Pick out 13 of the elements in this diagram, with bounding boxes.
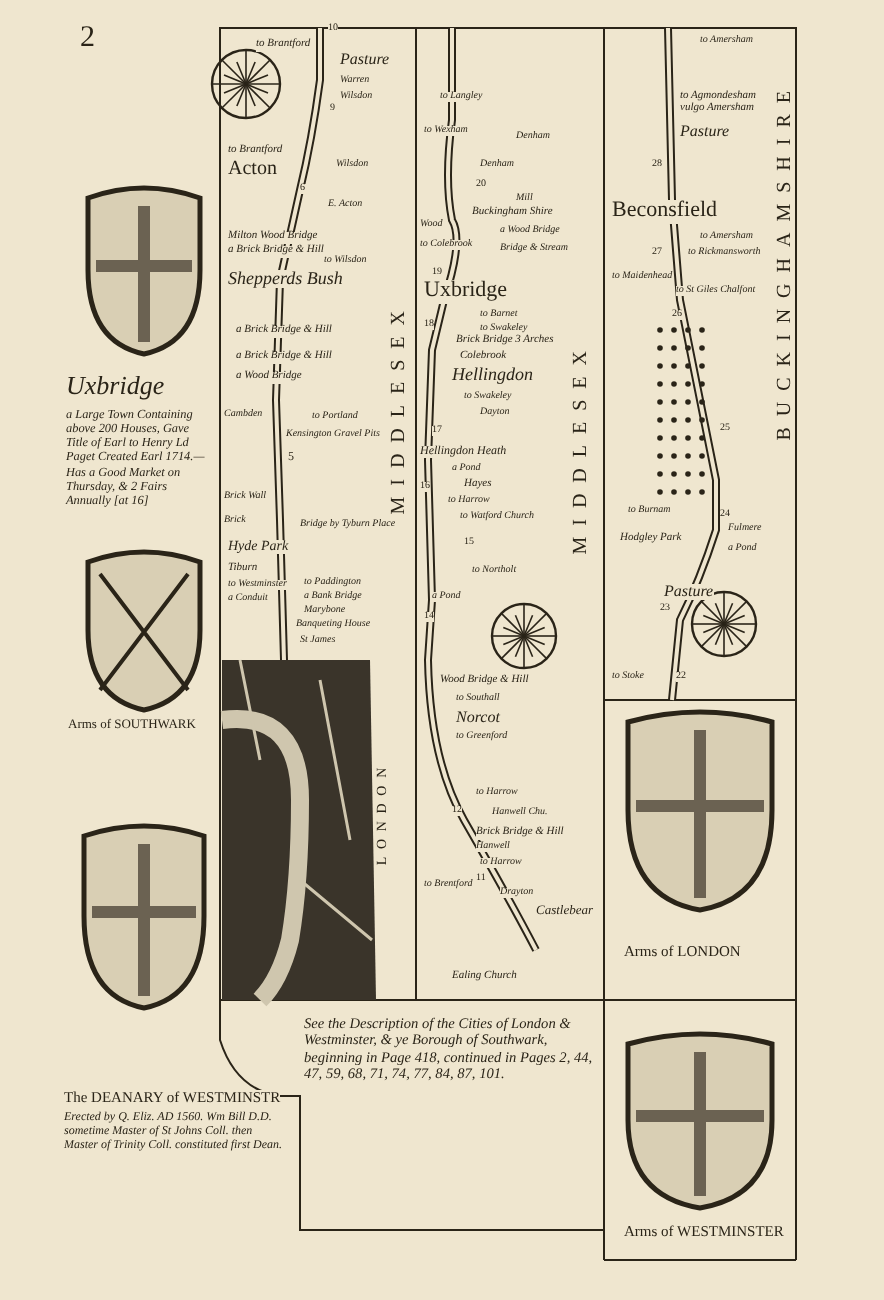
- place-name: Shepperds Bush: [228, 270, 343, 289]
- place-name: Norcot: [456, 710, 500, 727]
- place-name: Hellingdon: [452, 366, 533, 385]
- place-name: Pasture: [680, 124, 730, 141]
- mile-number: Beconsfield: [612, 200, 718, 224]
- place-name: Pasture: [664, 584, 714, 601]
- place-name: Pasture: [340, 52, 390, 69]
- county-name: MIDDLESEX: [390, 300, 411, 515]
- mile-number: Uxbridge: [424, 280, 508, 304]
- county-name: MIDDLESEX: [572, 340, 593, 555]
- town-heading: Uxbridge: [66, 372, 165, 400]
- mile-number: Acton: [228, 160, 277, 181]
- county-name: BUCKINGHAMSHIRE: [776, 80, 797, 441]
